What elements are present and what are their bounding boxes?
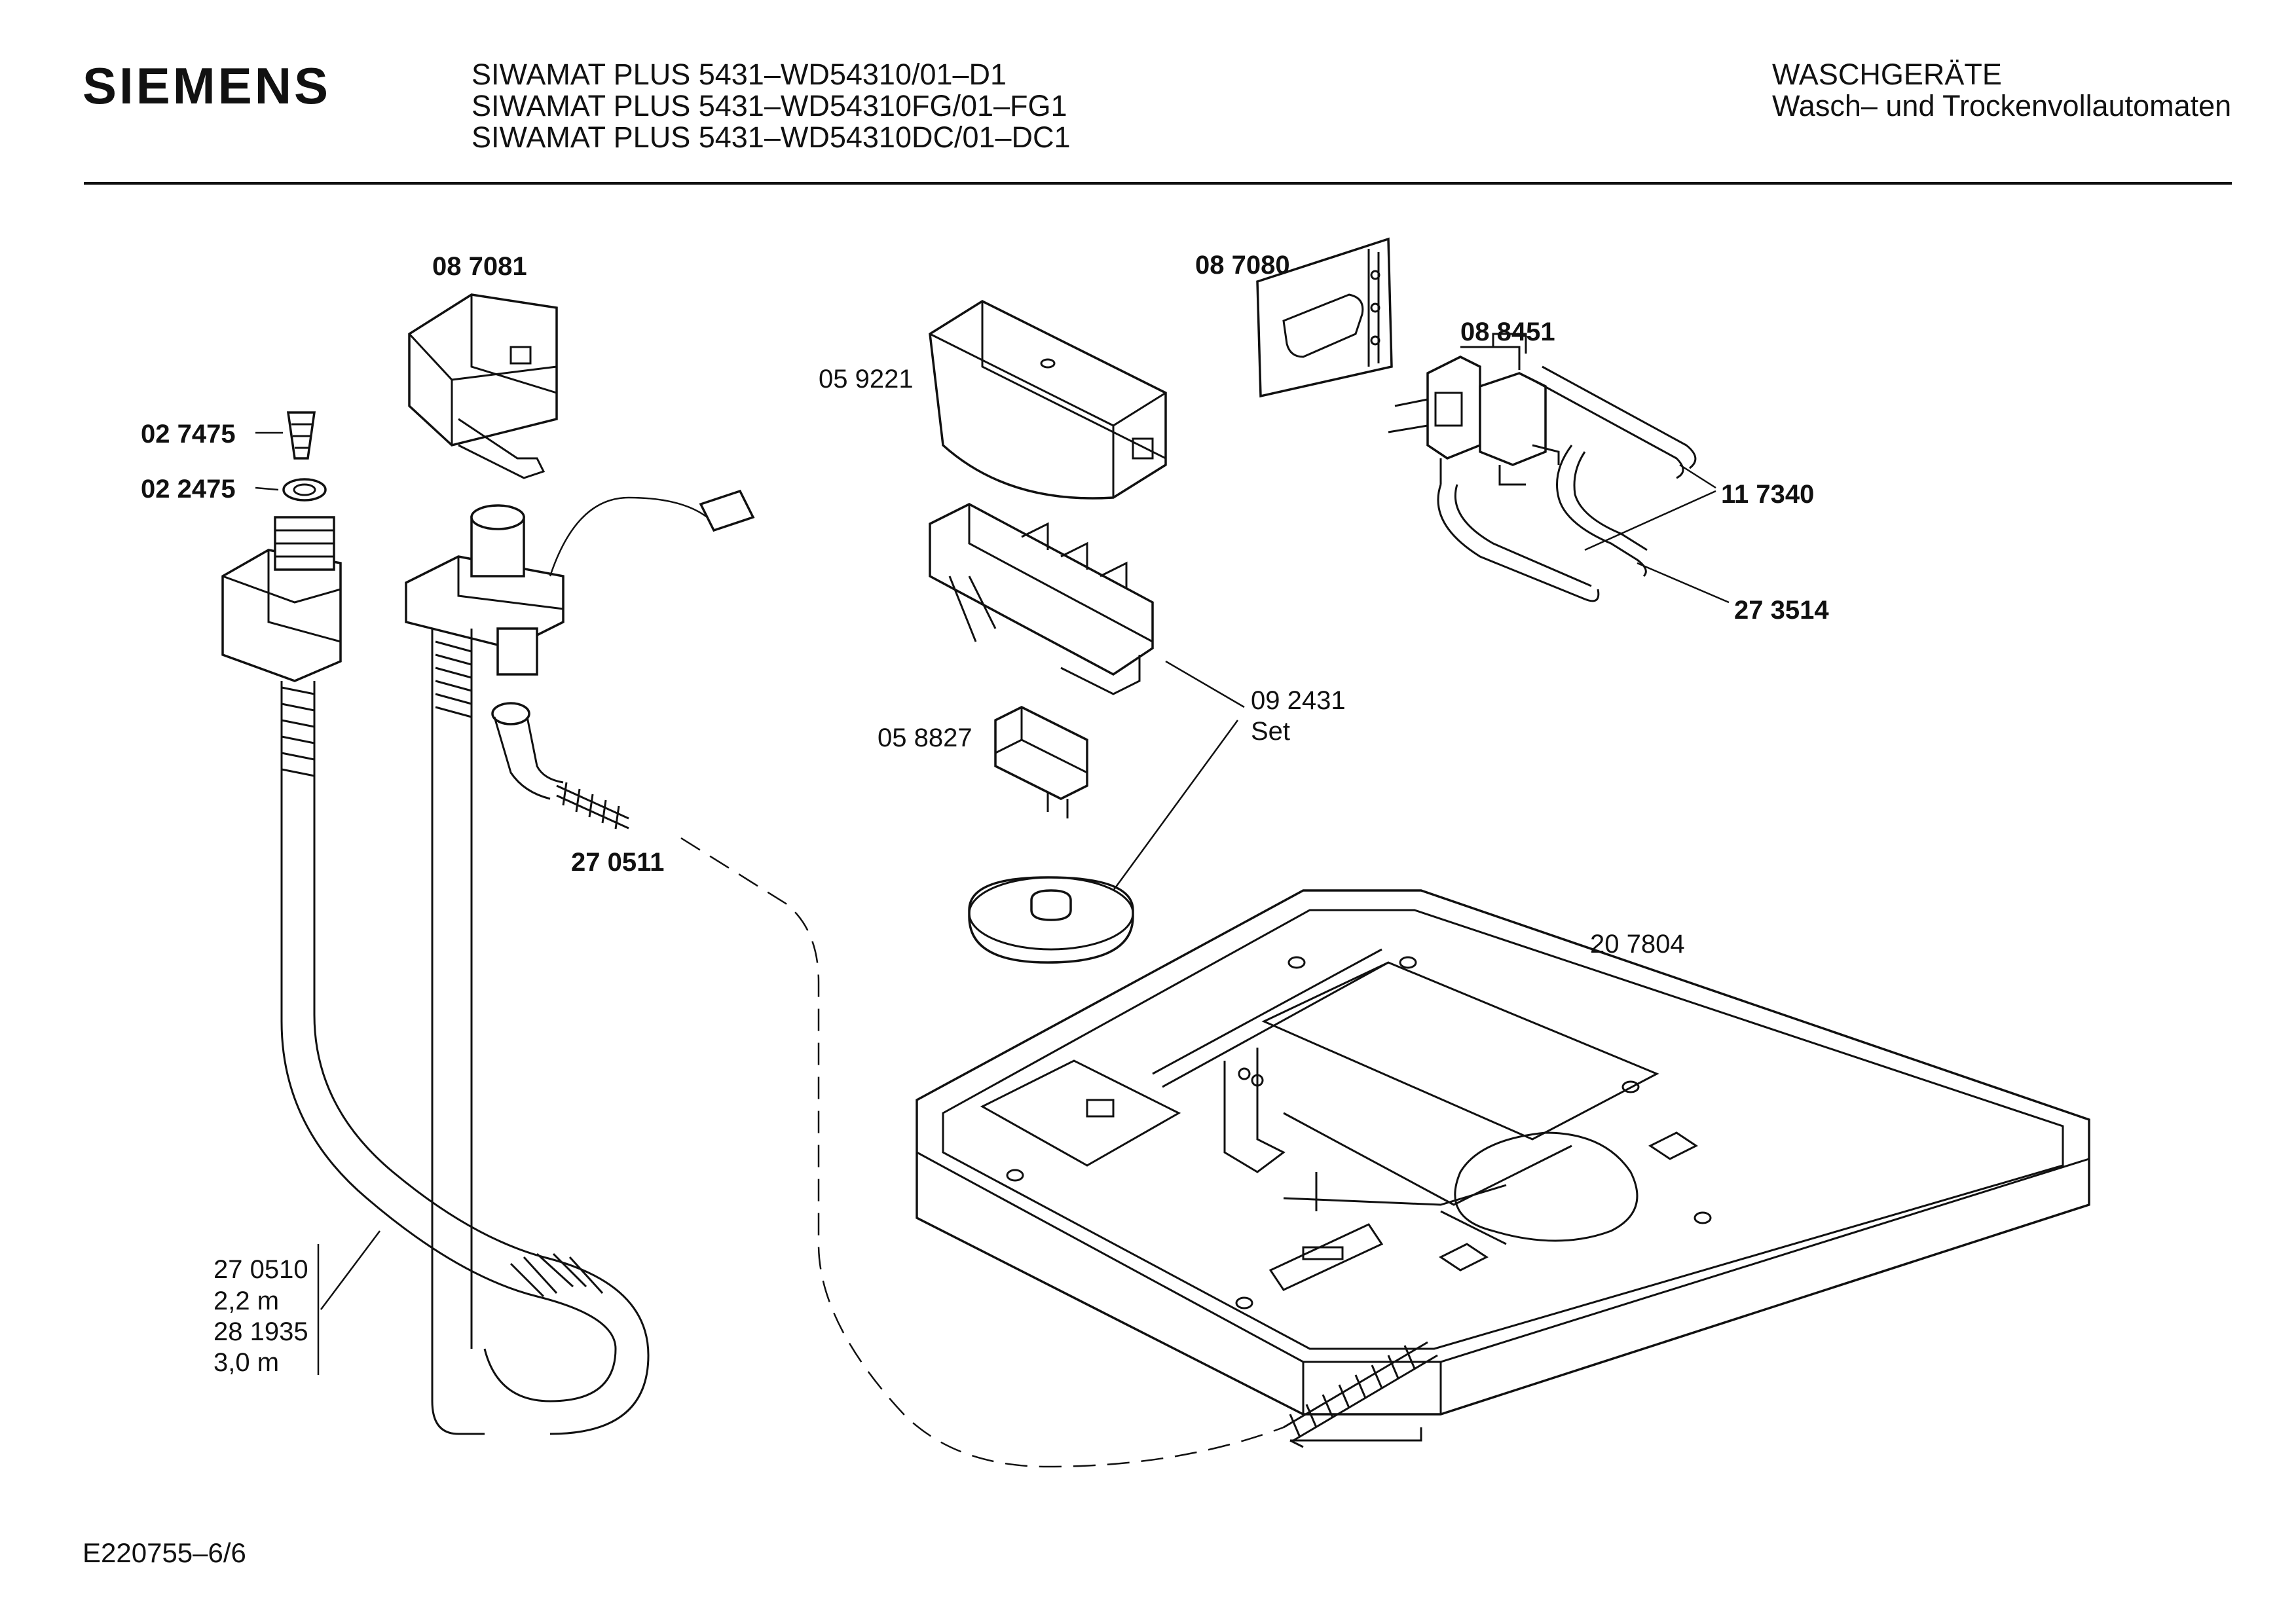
label-092431: 09 2431 [1251, 686, 1346, 715]
part-092431-carrier [929, 503, 1154, 695]
leader-092431-a [1165, 660, 1245, 708]
label-059221: 05 9221 [819, 365, 914, 394]
part-027475-filter [255, 411, 316, 460]
leader-117340 [1679, 464, 1716, 489]
label-027475: 02 7475 [141, 420, 236, 449]
label-087081: 08 7081 [432, 252, 527, 281]
part-273514-hose [1556, 445, 1648, 577]
document-code: E220755–6/6 [83, 1537, 246, 1568]
part-087080-plate [1256, 237, 1393, 398]
leader-092431-b [1112, 720, 1239, 891]
label-270511: 27 0511 [571, 848, 664, 877]
part-088451-valve [1388, 333, 1560, 486]
label-hose-281935: 28 1935 [213, 1317, 308, 1346]
label-087080: 08 7080 [1195, 251, 1290, 280]
label-058827: 05 8827 [878, 724, 972, 752]
model-line-2: SIWAMAT PLUS 5431–WD54310FG/01–FG1 [472, 89, 1067, 122]
part-058827-switch [994, 706, 1088, 818]
model-line-1: SIWAMAT PLUS 5431–WD54310/01–D1 [472, 58, 1007, 91]
label-092431-note: Set [1251, 717, 1290, 746]
leader-273514 [1637, 562, 1730, 604]
part-117340-hose [1437, 365, 1697, 602]
label-273514: 27 3514 [1734, 596, 1829, 625]
label-hose-270510-length: 2,2 m [213, 1287, 279, 1315]
label-hose-281935-length: 3,0 m [213, 1348, 279, 1377]
category-subtitle: Wasch– und Trockenvollautomaten [1772, 89, 2232, 122]
model-line-3: SIWAMAT PLUS 5431–WD54310DC/01–DC1 [472, 120, 1071, 154]
dashed-routing-line [680, 837, 1284, 1468]
inlet-hose-assembly [221, 516, 650, 1435]
leader-117340-b [1584, 490, 1716, 551]
label-117340: 11 7340 [1721, 480, 1814, 509]
label-hose-270510: 27 0510 [213, 1255, 308, 1284]
hose-length-leader [320, 1230, 380, 1310]
part-059221-housing [929, 299, 1167, 500]
label-207804: 20 7804 [1590, 930, 1685, 959]
part-022475-seal [255, 478, 327, 502]
outlet-hose-holder [405, 489, 755, 1435]
category-title: WASCHGERÄTE [1772, 58, 2002, 91]
siemens-logo: SIEMENS [83, 57, 331, 115]
part-092431-disc [968, 876, 1134, 964]
label-022475: 02 2475 [141, 475, 236, 504]
label-088451: 08 8451 [1460, 318, 1555, 346]
category-block: WASCHGERÄTE Wasch– und Trockenvollautoma… [1772, 59, 2231, 122]
part-087081-holder-cover [408, 293, 558, 479]
part-207804-baseplate [916, 889, 2090, 1448]
header-divider [84, 182, 2232, 185]
model-list: SIWAMAT PLUS 5431–WD54310/01–D1 SIWAMAT … [472, 59, 1071, 153]
